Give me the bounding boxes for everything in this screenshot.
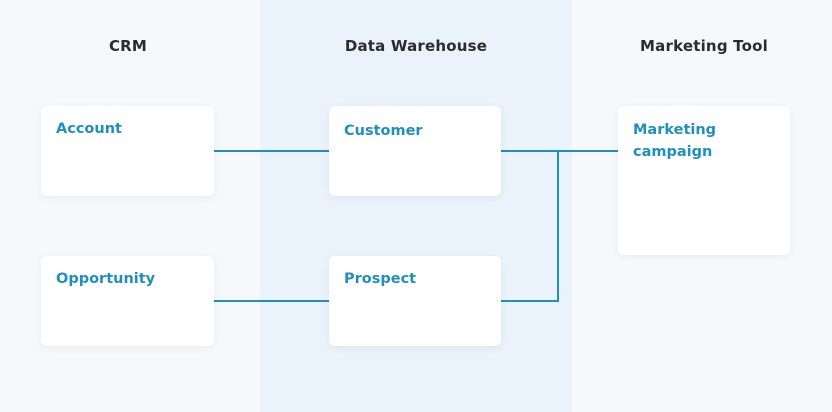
- crm-column-title: CRM: [108, 37, 148, 55]
- entity-label-account: Account: [56, 121, 122, 137]
- entity-card-opportunity[interactable]: Opportunity: [41, 256, 214, 346]
- entity-label-marketing-campaign: Marketing campaign: [633, 122, 717, 160]
- entity-label-opportunity: Opportunity: [56, 271, 156, 287]
- data-warehouse-column-title: Data Warehouse: [344, 37, 488, 55]
- entity-label-customer: Customer: [344, 123, 423, 139]
- entity-label-prospect: Prospect: [344, 271, 417, 287]
- entity-card-prospect[interactable]: Prospect: [329, 256, 501, 346]
- entity-card-marketing-campaign[interactable]: Marketing campaign: [618, 106, 790, 255]
- connector-prospect-campaign: [501, 151, 559, 302]
- entity-card-account[interactable]: Account: [41, 106, 214, 196]
- marketing-tool-column-title: Marketing Tool: [640, 37, 768, 55]
- entity-card-customer[interactable]: Customer: [329, 106, 501, 196]
